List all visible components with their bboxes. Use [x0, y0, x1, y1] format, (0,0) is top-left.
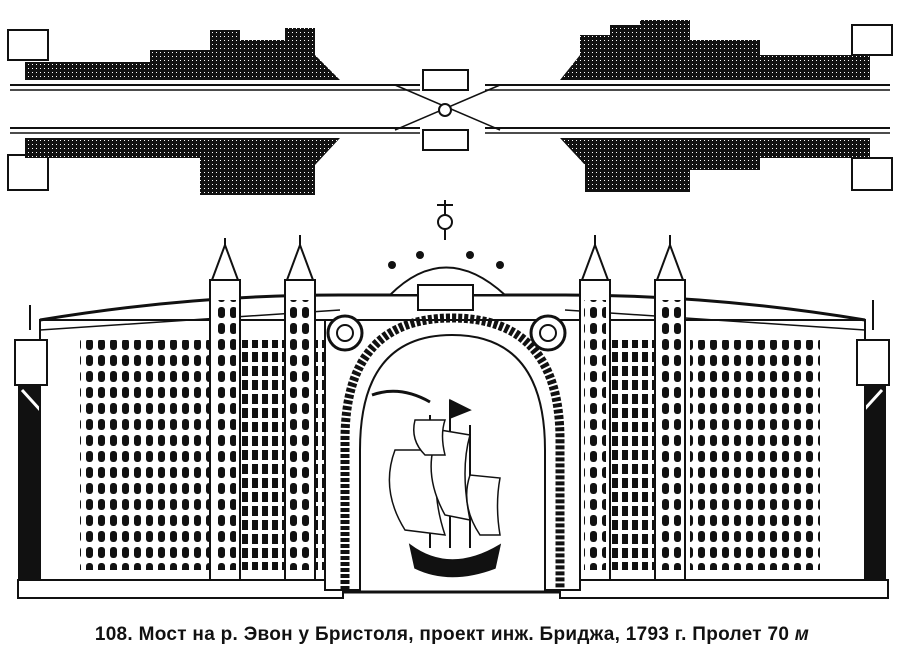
- caption-unit: м: [794, 624, 810, 645]
- plan-view: [7, 24, 893, 191]
- elevation-view: [14, 200, 890, 599]
- bridge-engraving: [7, 20, 893, 599]
- caption-text: 108. Мост на р. Эвон у Бристоля, проект …: [94, 624, 790, 645]
- ship-illustration: [371, 389, 502, 578]
- plan-buildings: [25, 20, 870, 195]
- figure-caption: 108. Мост на р. Эвон у Бристоля, проект …: [0, 624, 904, 654]
